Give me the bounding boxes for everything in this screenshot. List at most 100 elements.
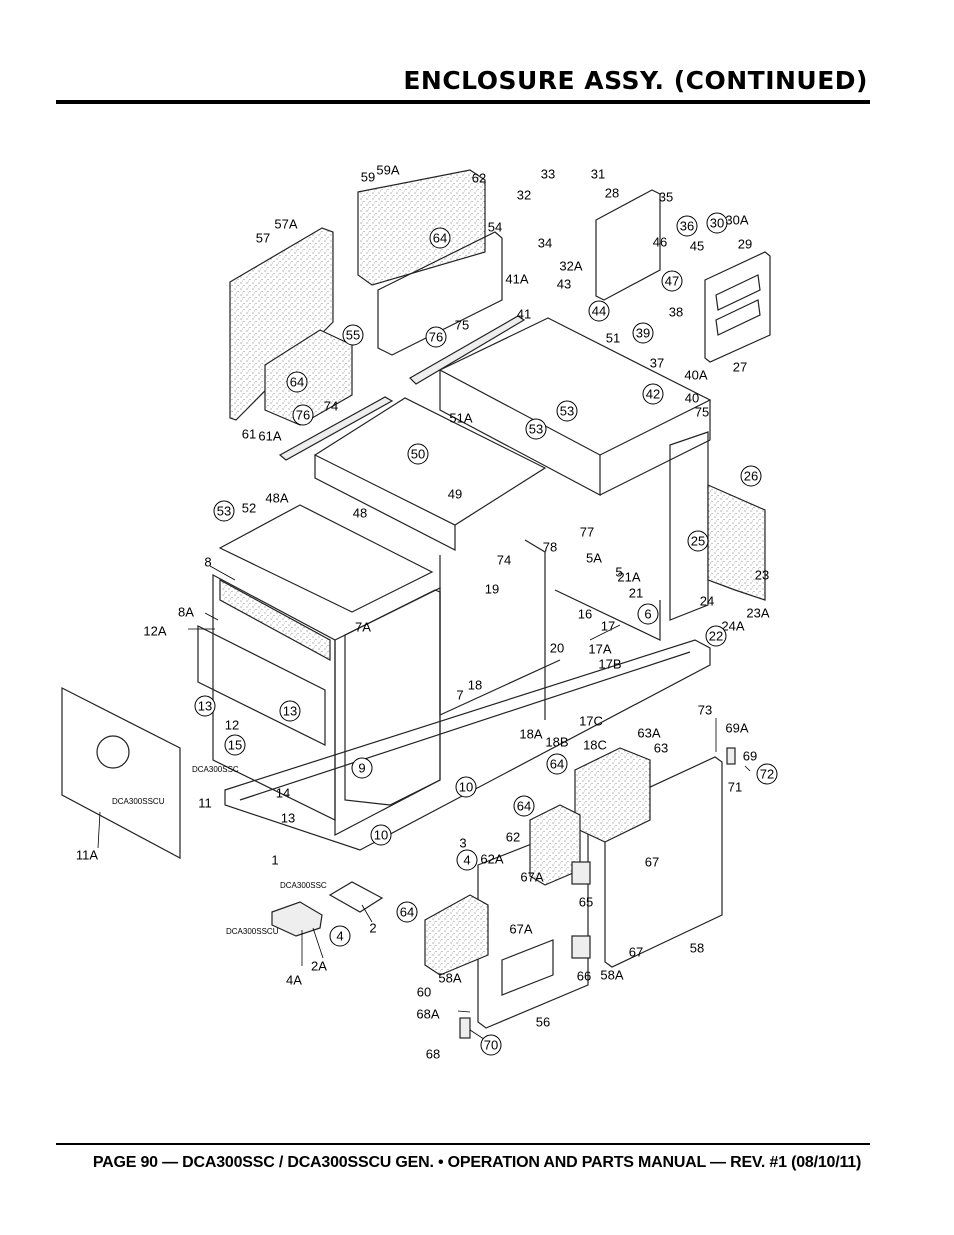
callout-62: 62 [506,830,520,845]
callout-label: 67A [509,922,532,937]
latch-66 [571,935,591,959]
callout-72: 72 [756,763,778,785]
callout-23A: 23A [746,606,769,621]
callout-label: 67 [645,855,659,870]
callout-4A: 4A [286,973,302,988]
callout-label: 4A [286,973,302,988]
callout-circle [286,371,308,393]
callout-5: 5 [615,565,622,580]
callout-62: 62 [472,171,486,186]
callout-label: 10 [374,828,388,843]
callout-label: 19 [485,582,499,597]
center-frame [439,555,561,716]
front-box-8-side [334,587,441,836]
callout-42: 42 [642,383,664,405]
callout-label: 68 [426,1047,440,1062]
callout-65: 65 [579,895,593,910]
callout-label: 15 [228,738,242,753]
side-panel-25 [669,431,709,621]
callout-label: 67A [520,870,543,885]
callout-label: 69 [743,749,757,764]
callout-41A: 41A [505,272,528,287]
model-label: DCA300SSC [280,881,327,890]
header-rule [56,100,870,104]
callout-circle [705,625,727,647]
latch-65 [571,861,591,885]
callout-30A: 30A [725,213,748,228]
callout-59: 59 [361,170,375,185]
callout-label: 69A [725,721,748,736]
callout-label: 11 [198,796,212,811]
callout-label: 12 [225,718,239,733]
roof-panel-51-side [599,400,711,496]
callout-label: 48 [353,506,367,521]
callout-label: 66 [577,969,591,984]
callout-label: 78 [543,540,557,555]
callout-68: 68 [426,1047,440,1062]
callout-17: 17 [601,619,615,634]
callout-label: 43 [557,277,571,292]
callout-label: 13 [283,704,297,719]
callout-77: 77 [580,525,594,540]
callout-48A: 48A [265,491,288,506]
callout-circle [661,270,683,292]
callout-8: 8 [204,555,211,570]
callout-circle [455,776,477,798]
callout-label: 9 [358,761,365,776]
callout-label: 64 [517,799,531,814]
callout-23: 23 [755,568,769,583]
callout-label: 31 [591,167,605,182]
callout-label: 46 [653,235,667,250]
callout-circle [456,849,478,871]
callout-label: 42 [646,387,660,402]
callout-label: 62 [506,830,520,845]
callout-16: 16 [578,607,592,622]
callout-label: 6 [644,607,651,622]
callout-circle [351,757,373,779]
callout-3: 3 [459,836,466,851]
callout-label: 8A [178,605,194,620]
callout-label: 61 [242,427,256,442]
door-56-window [501,939,554,996]
callout-47: 47 [661,270,683,292]
callout-label: 30A [725,213,748,228]
callout-label: 3 [459,836,466,851]
callout-67A: 67A [509,922,532,937]
callout-64: 64 [396,901,418,923]
callout-18: 18 [468,678,482,693]
callout-label: 53 [217,504,231,519]
callout-22: 22 [705,625,727,647]
callout-60: 60 [417,985,431,1000]
callout-39: 39 [632,322,654,344]
callout-64: 64 [546,753,568,775]
callout-label: 58A [600,968,623,983]
callout-76: 76 [425,326,447,348]
callout-label: 48A [265,491,288,506]
callout-label: 62A [480,852,503,867]
callout-circle [329,925,351,947]
page-title: ENCLOSURE ASSY. (CONTINUED) [403,66,868,95]
callout-label: 16 [578,607,592,622]
callout-circle [676,215,698,237]
callout-25: 25 [687,530,709,552]
callout-13: 13 [281,811,295,826]
callout-label: 64 [550,757,564,772]
callout-label: 59 [361,170,375,185]
callout-label: 13 [198,699,212,714]
callout-label: 18C [583,738,607,753]
callout-45: 45 [690,239,704,254]
callout-61A: 61A [258,429,281,444]
callout-67A: 67A [520,870,543,885]
model-label: DCA300SSCU [112,797,165,806]
callout-74: 74 [324,399,338,414]
callout-label: 1 [271,853,278,868]
callout-48: 48 [353,506,367,521]
callout-24A: 24A [721,619,744,634]
callout-18C: 18C [583,738,607,753]
callout-69: 69 [743,749,757,764]
callout-67: 67 [645,855,659,870]
callout-label: 23A [746,606,769,621]
callout-30: 30 [706,212,728,234]
callout-33: 33 [541,167,555,182]
